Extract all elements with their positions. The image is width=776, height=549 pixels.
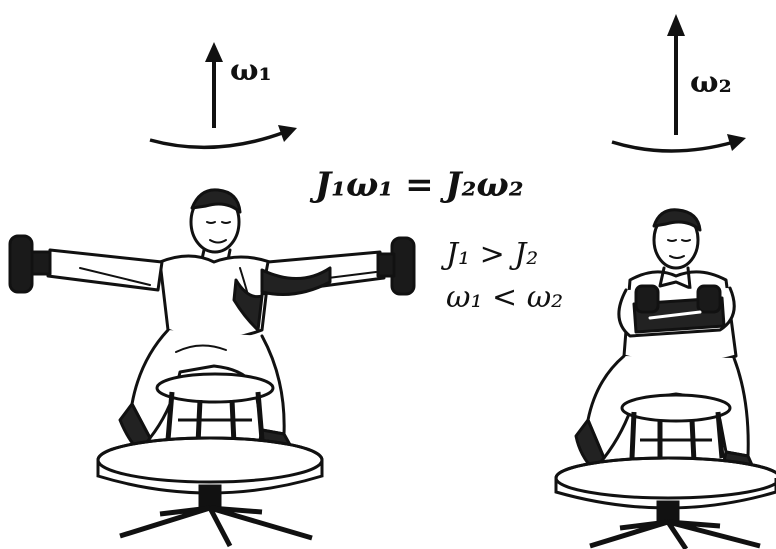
omega1-label: ω₁ — [230, 53, 272, 88]
right-omega-arrow — [667, 14, 685, 135]
right-rotating-stool — [554, 393, 776, 549]
angular-velocity-inequality: ω₁ < ω₂ — [446, 280, 564, 315]
left-rotation-arc — [149, 125, 297, 150]
left-rotating-stool — [96, 372, 324, 548]
left-omega-arrow — [205, 42, 223, 128]
omega2-label: ω₂ — [690, 65, 732, 100]
right-man-arms-folded — [574, 208, 758, 477]
left-man-arms-extended — [8, 188, 416, 457]
angular-momentum-equation: J₁ω₁ = J₂ω₂ — [315, 165, 524, 205]
right-rotation-arc — [611, 134, 746, 153]
moment-of-inertia-inequality: J₁ > J₂ — [446, 237, 539, 272]
